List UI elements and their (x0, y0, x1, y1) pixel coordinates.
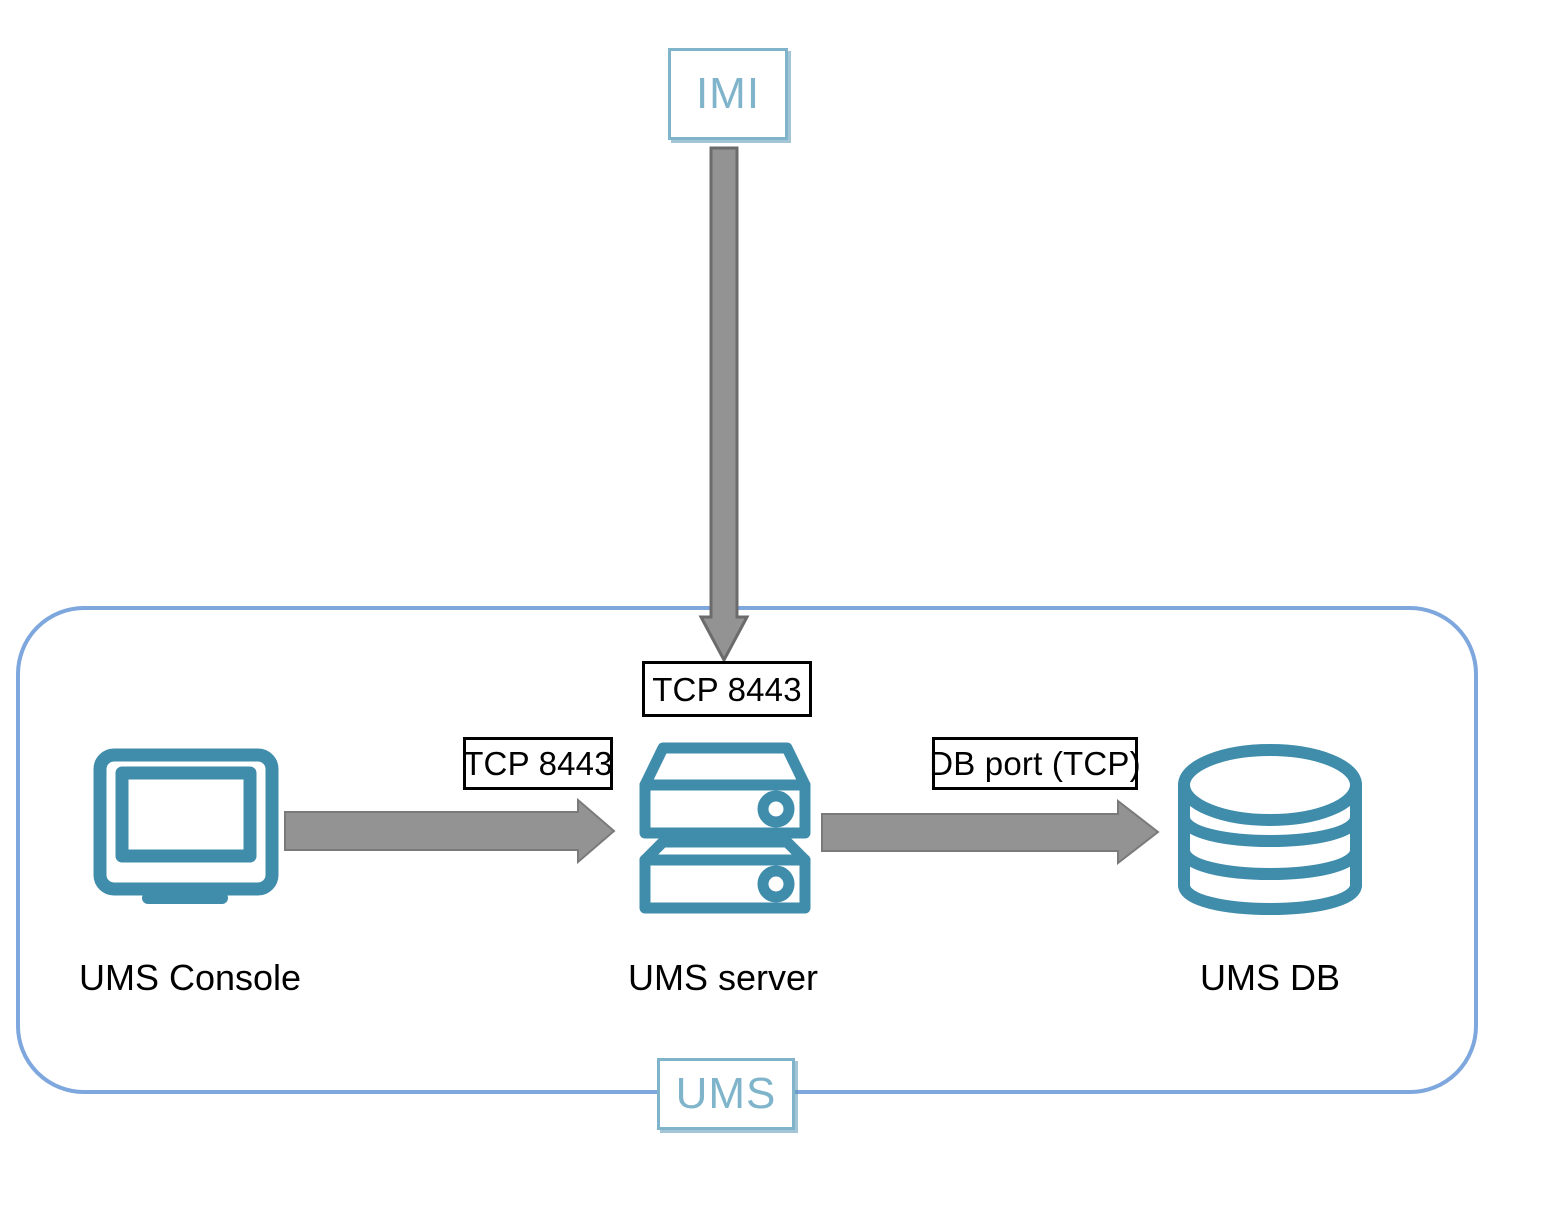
connection-label-imi-to-server: TCP 8443 (642, 661, 812, 717)
zone-tag-imi: IMI (668, 48, 788, 140)
node-label-ums-server: UMS server (627, 957, 819, 998)
connection-label-server-to-db: DB port (TCP) (929, 737, 1141, 790)
database-cylinder-icon (1178, 744, 1362, 915)
node-label-ums-console: UMS Console (78, 957, 302, 998)
arrow-server-to-db (821, 798, 1160, 866)
connection-label-console-to-server: TCP 8443 (463, 737, 613, 790)
node-label-ums-db: UMS DB (1199, 957, 1340, 998)
monitor-icon (93, 748, 279, 904)
arrow-console-to-server (284, 797, 616, 865)
server-rack-icon (639, 742, 811, 914)
zone-tag-ums: UMS (657, 1058, 795, 1130)
arrow-imi-to-server (698, 146, 750, 664)
